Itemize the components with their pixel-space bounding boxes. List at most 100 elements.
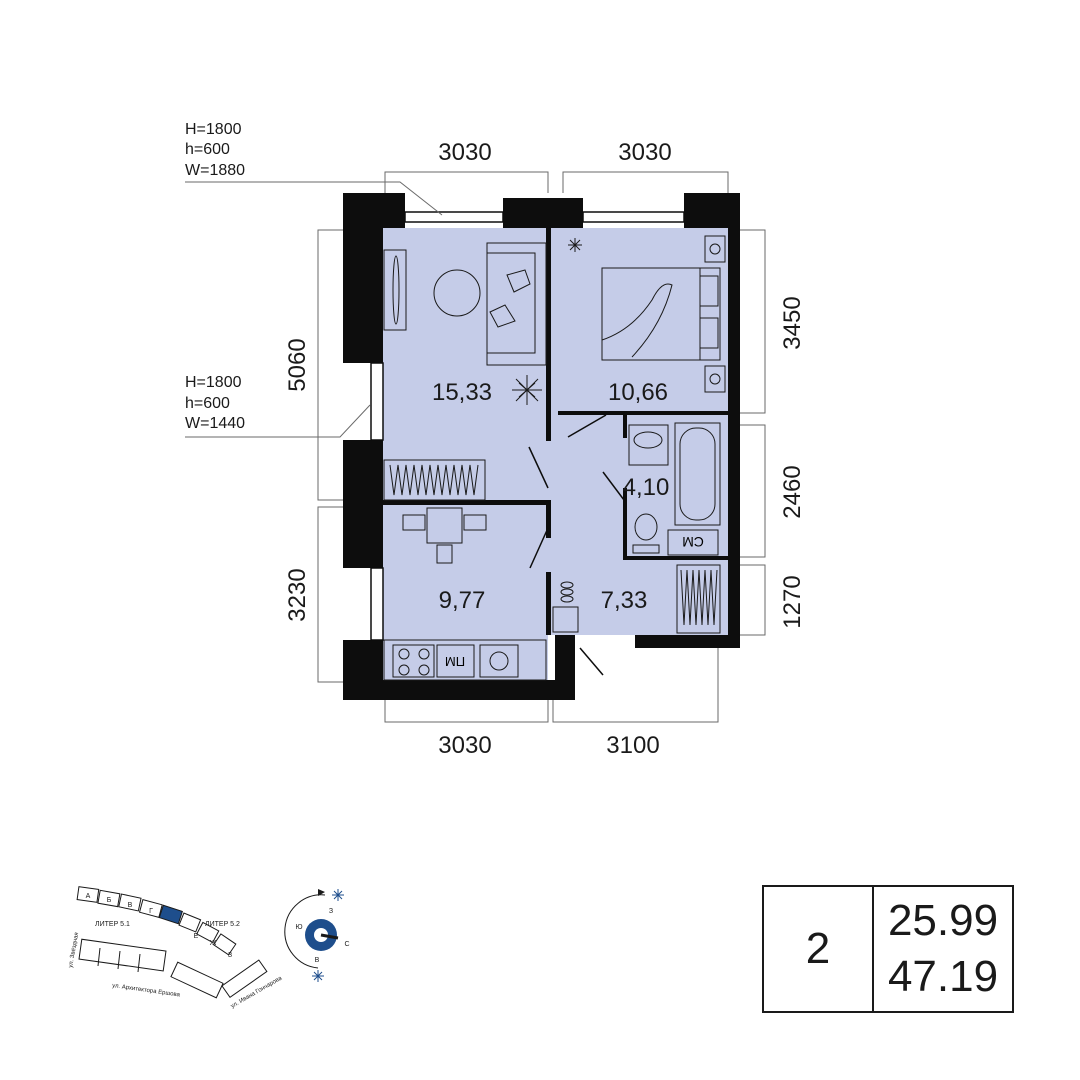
section-label-zh: Ж: [210, 940, 217, 947]
dim-bottom-left: 3030: [438, 732, 491, 759]
sofa-seat: [486, 252, 536, 354]
wall-top-left-cap: [343, 193, 405, 228]
section-label-e: Е: [194, 933, 199, 940]
wall-living-kitchen: [383, 500, 548, 505]
section-d: [158, 904, 183, 925]
building-bottom-left: [78, 938, 167, 972]
area-bathroom: 4,10: [623, 474, 670, 501]
sun-icon-top: [332, 889, 344, 901]
dim-bottom-right: 3100: [606, 732, 659, 759]
section-label-v: В: [128, 902, 133, 909]
cushion-2: [489, 304, 516, 328]
total-area: 47.19: [887, 952, 999, 1001]
bathtub: [674, 422, 721, 526]
dishwasher: [436, 644, 475, 678]
liter-left: ЛИТЕР 5.1: [95, 921, 130, 928]
pillow-1: [699, 275, 719, 307]
window-living-left: [370, 362, 384, 441]
room-floors: [383, 228, 728, 680]
living-area: 25.99: [887, 896, 999, 945]
window-spec-left: H=1800 h=600 W=1440: [185, 374, 245, 432]
hook-rack-icon: [560, 581, 574, 603]
liter-right: ЛИТЕР 5.2: [205, 921, 240, 928]
area-living: 15,33: [432, 379, 492, 406]
rooms-count: 2: [764, 887, 874, 1011]
window-spec-top-line-2: h=600: [185, 141, 230, 158]
bathtub-inner: [679, 427, 716, 521]
window-spec-top-line-1: H=1800: [185, 121, 242, 138]
wall-bottom-step: [555, 635, 575, 700]
areas-block: 25.99 47.19: [874, 887, 1012, 1011]
toilet-tank: [632, 544, 660, 554]
street-1: ул. Звёздная: [68, 932, 80, 968]
wall-bathroom-bottom: [623, 556, 728, 560]
sink: [628, 424, 669, 466]
compass-north: З: [329, 908, 333, 915]
dimension-lines: [185, 171, 766, 723]
wall-living-bedroom: [546, 228, 551, 413]
chair-right: [463, 514, 487, 531]
street-2: ул. Архитектора Ершова: [112, 983, 181, 999]
compass-south: В: [315, 957, 320, 964]
washing-machine: [667, 529, 719, 556]
window-spec-top: H=1800 h=600 W=1880: [185, 121, 245, 179]
building-far-right: [221, 959, 268, 999]
sink-basin: [633, 431, 663, 449]
bedroom-floor: [548, 228, 728, 413]
tv-stand: [383, 249, 407, 331]
wall-bedroom-bottom: [558, 411, 728, 415]
window-spec-left-line-1: H=1800: [185, 374, 242, 391]
windows: [370, 211, 685, 641]
round-table: [433, 269, 481, 317]
hall-wardrobe-hangers: [680, 569, 718, 626]
area-hall: 7,33: [601, 587, 648, 614]
dim-right-top: 3450: [779, 296, 806, 349]
cushion-1: [506, 269, 531, 293]
dishwasher-label: ПМ: [445, 654, 465, 669]
hall-floor: [548, 413, 728, 635]
chair-bottom: [436, 544, 453, 564]
bedroom-plant-icon: [568, 238, 582, 252]
section-g: [138, 899, 163, 918]
sun-icon-bottom: [312, 970, 324, 982]
wall-bathroom-left-lower: [623, 488, 627, 560]
toilet: [634, 513, 658, 541]
section-label-g: Г: [149, 908, 153, 915]
window-living-top: [404, 211, 504, 223]
kitchen-floor: [383, 505, 548, 680]
wall-hall-stub: [546, 572, 551, 635]
plant-icon: [512, 375, 542, 405]
kitchen-sink: [479, 644, 519, 678]
section-label-a: А: [86, 893, 91, 900]
compass-west: Ю: [295, 924, 302, 931]
section-v: [118, 893, 142, 912]
section-a: [76, 886, 100, 903]
wall-bathroom-left-upper: [623, 413, 627, 438]
wall-kitchen-stub: [546, 500, 551, 538]
dim-top-right: 3030: [618, 139, 671, 166]
wall-bottom: [343, 680, 575, 700]
chair-left: [402, 514, 426, 531]
furniture: [383, 235, 726, 681]
wall-bottom-right: [635, 635, 740, 648]
walls: [343, 193, 740, 700]
compass: З С В Ю: [284, 889, 350, 982]
wall-right: [728, 193, 740, 648]
section-label-b: Б: [107, 897, 112, 904]
door-entrance: [579, 647, 604, 676]
kitchen-counter: [383, 639, 547, 681]
door-kitchen: [529, 527, 549, 569]
area-kitchen: 9,77: [439, 587, 486, 614]
dim-left-upper: 5060: [284, 338, 311, 391]
nightstand-2: [704, 365, 726, 393]
bed-headboard: [699, 267, 721, 361]
section-b: [97, 889, 121, 908]
nightstand-1: [704, 235, 726, 263]
dim-right-mid: 2460: [779, 465, 806, 518]
window-bedroom-top: [582, 211, 685, 223]
building-bottom-right: [170, 961, 224, 999]
wardrobe-living-hangers: [389, 464, 479, 496]
door-bedroom: [567, 414, 607, 438]
window-spec-left-line-2: h=600: [185, 395, 230, 412]
